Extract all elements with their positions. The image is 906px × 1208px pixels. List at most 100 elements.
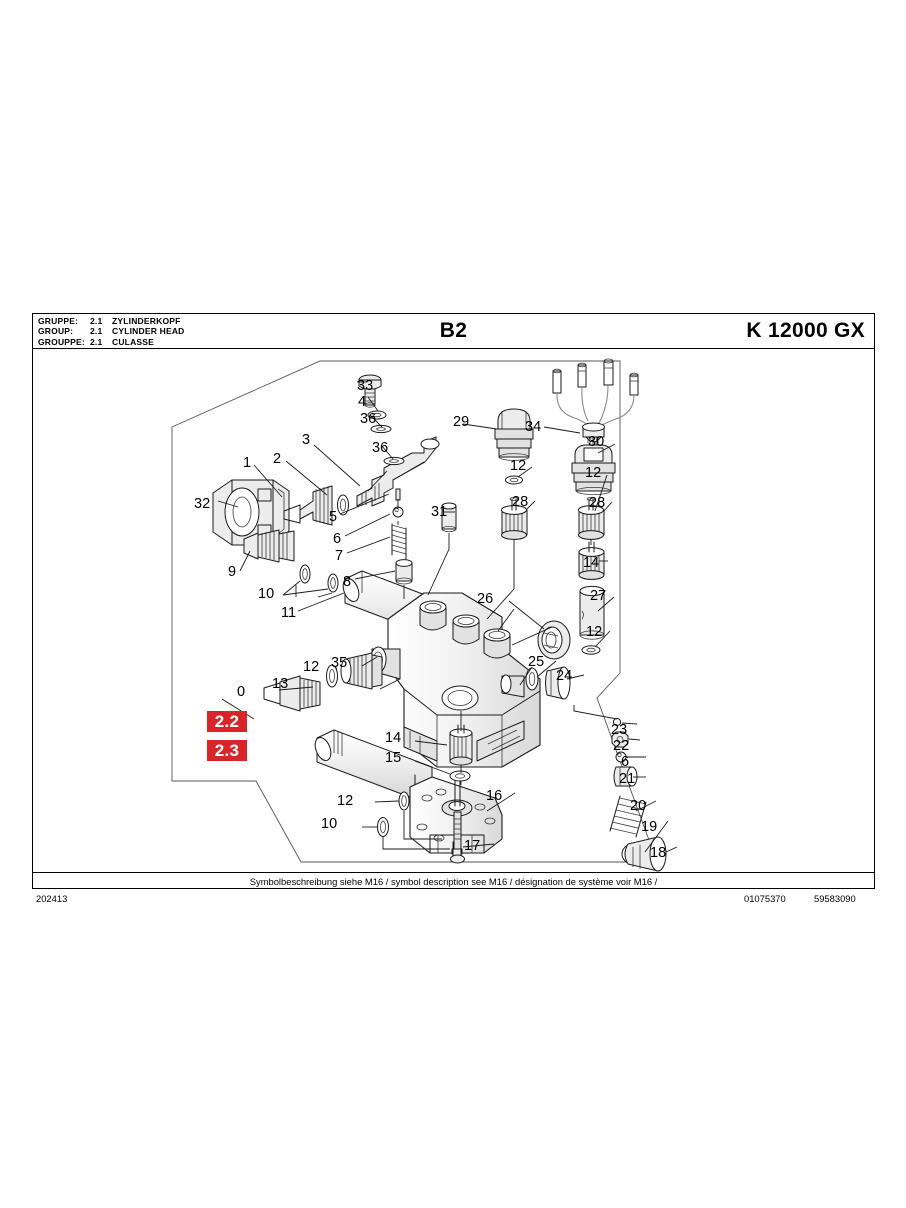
part-callout-12: 12	[510, 458, 527, 474]
group-number-fr: 2.1	[90, 336, 103, 347]
part-callout-33: 33	[357, 378, 374, 394]
part-callout-28: 28	[589, 495, 606, 511]
part-callout-36: 36	[372, 440, 389, 456]
cylinder-head-manifold-body	[369, 592, 541, 768]
part-callout-28: 28	[512, 494, 529, 510]
part-callout-30: 30	[588, 434, 605, 450]
manifold-bore-3	[483, 628, 511, 659]
harness-connector-2	[577, 362, 587, 388]
part-callout-4: 4	[358, 394, 367, 410]
diagram-frame	[32, 313, 875, 889]
badge-group-2-2[interactable]: 2.2	[207, 711, 247, 732]
part-12a-o-ring	[505, 475, 523, 485]
group-label-de: GRUPPE:	[38, 316, 79, 326]
part-12e-o-ring	[398, 791, 410, 811]
manifold-bore-2	[452, 614, 480, 645]
part-2-o-ring	[337, 494, 349, 516]
part-22-nut	[611, 731, 629, 748]
leader-lines	[217, 381, 678, 853]
manifold-right-port	[500, 674, 525, 698]
part-callout-31: 31	[431, 504, 448, 520]
footer-date-code: 202413	[36, 893, 68, 904]
callout-0-leader	[221, 698, 255, 720]
part-callout-13: 13	[272, 676, 289, 692]
part-9-fitting	[243, 529, 295, 563]
part-17-bolt	[450, 811, 465, 864]
part-callout-10: 10	[321, 816, 338, 832]
part-1-nipple	[283, 485, 333, 526]
symbol-description-note: Symbolbeschreibung siehe M16 / symbol de…	[32, 872, 875, 889]
part-28a-valve-cartridge	[501, 496, 528, 540]
part-callout-24: 24	[556, 668, 573, 684]
part-20-spring	[609, 795, 647, 838]
group-number-en: 2.1	[90, 326, 103, 337]
part-callout-27: 27	[590, 588, 607, 604]
part-callout-8: 8	[343, 574, 352, 590]
part-callout-0: 0	[237, 684, 246, 700]
part-21-insert	[613, 766, 638, 787]
part-callout-6: 6	[333, 531, 342, 547]
part-callout-6: 6	[621, 754, 630, 770]
part-callout-32: 32	[194, 496, 211, 512]
part-callout-19: 19	[641, 819, 658, 835]
part-callout-1: 1	[243, 455, 252, 471]
part-callout-2: 2	[273, 451, 282, 467]
part-30-cap	[571, 436, 616, 495]
manifold-front-bore	[441, 685, 479, 711]
part-12c-o-ring	[581, 645, 601, 655]
footer-drawing-number: 59583090	[814, 893, 856, 904]
part-callout-22: 22	[613, 738, 630, 754]
part-27-sleeve	[579, 585, 605, 640]
part-callout-17: 17	[464, 838, 481, 854]
part-7-spring	[391, 523, 407, 560]
part-callout-14: 14	[583, 555, 600, 571]
part-26-seal-ring	[537, 620, 571, 660]
part-8-valve-seat	[395, 559, 413, 585]
part-callout-9: 9	[228, 564, 237, 580]
part-callout-11: 11	[281, 605, 297, 621]
group-row-en: GROUP: 2.1 CYLINDER HEAD	[38, 326, 185, 336]
part-29-cap-nut	[494, 408, 534, 461]
part-34-wiring-harness	[552, 358, 639, 445]
part-callout-14: 14	[385, 730, 402, 746]
sheet-code: B2	[439, 319, 468, 342]
group-text-en: CYLINDER HEAD	[112, 326, 185, 337]
sheet-footer: 202413 01075370 59583090	[32, 893, 875, 907]
group-text-fr: CULASSE	[112, 336, 155, 347]
part-13-valve	[263, 675, 321, 712]
part-24-plug	[545, 666, 571, 700]
part-callout-12: 12	[586, 624, 603, 640]
part-12d-o-ring	[326, 664, 338, 688]
part-callout-15: 15	[385, 750, 402, 766]
group-number-de: 2.1	[90, 316, 103, 326]
part-callout-10: 10	[258, 586, 275, 602]
part-callout-29: 29	[453, 414, 470, 430]
part-35-filter-cartridge	[340, 652, 383, 690]
part-25-o-ring	[525, 667, 539, 691]
part-callout-20: 20	[630, 798, 647, 814]
part-callout-5: 5	[329, 509, 338, 525]
badge-group-2-3[interactable]: 2.3	[207, 740, 247, 761]
part-callout-21: 21	[619, 771, 636, 787]
part-callout-36: 36	[360, 411, 377, 427]
part-36b-washer	[383, 456, 405, 466]
part-5-pin	[395, 488, 401, 501]
footer-part-number: 01075370	[744, 893, 786, 904]
part-3-valve-spindle	[356, 436, 440, 507]
part-callout-16: 16	[486, 788, 503, 804]
group-label-fr: GROUPPE:	[38, 336, 85, 347]
part-callout-12: 12	[585, 465, 602, 481]
part-callout-18: 18	[650, 845, 667, 861]
group-label-en: GROUP:	[38, 326, 74, 337]
part-callout-25: 25	[528, 654, 545, 670]
exploded-view-drawing: .ln{fill:none;stroke:#1a1a1a;stroke-widt…	[32, 349, 875, 872]
part-10c-o-ring	[377, 817, 389, 837]
part-6b-ball	[615, 751, 627, 763]
harness-connector-4	[629, 372, 639, 396]
harness-connector-1	[552, 368, 562, 394]
part-10a-o-ring	[299, 564, 311, 584]
part-callout-34: 34	[525, 419, 542, 435]
